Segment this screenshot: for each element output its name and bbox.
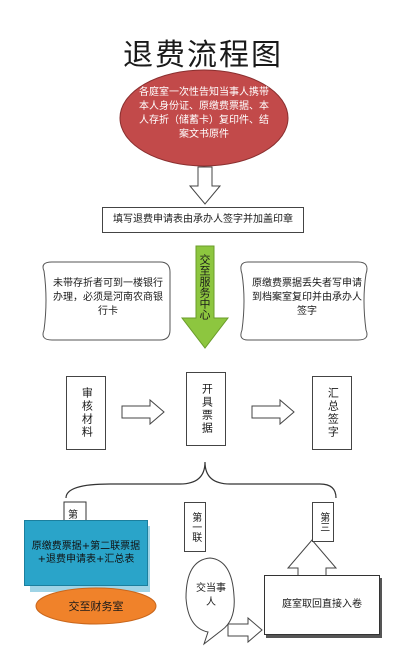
arrow-right-2 [251,398,295,426]
arrow-right-1 [121,398,165,426]
party-bubble [185,557,235,646]
collect-text: 汇总签字 [326,387,340,439]
branch-1-label: 第 [68,510,78,521]
arrow-down-1 [188,166,222,205]
branch-2-text: 第一联 [189,512,201,542]
brace [65,461,337,499]
arrow-to-archive [227,616,263,644]
note-right-text: 原缴费票据丢失者写申请到档案室复印并由承办人签字 [252,278,362,317]
note-left-text: 未带存折者可到一楼银行办理，必须是河南农商银行卡 [53,278,163,317]
branch-3-text: 第三 [317,512,329,532]
branch-3-box: 第三 [312,502,334,542]
issue-text: 开具票据 [200,383,214,435]
archive-box: 庭室取回直接入卷 [264,575,380,635]
note-right-shape [240,261,368,341]
page-title: 退费流程图 [123,38,283,73]
review-box: 审核材料 [66,376,106,450]
review-text: 审核材料 [80,387,94,439]
archive-text: 庭室取回直接入卷 [282,599,362,611]
collect-box: 汇总签字 [312,376,352,450]
finance-box-text: 原缴费票据+第二联票据+退费申请表+汇总表 [31,540,141,566]
fill-form-text: 填写退费申请表由承办人签字并加盖印章 [113,214,293,226]
fill-form-box: 填写退费申请表由承办人签字并加盖印章 [102,207,304,233]
start-ellipse [119,69,289,167]
party-text: 交当事人 [196,583,226,608]
finance-oval-text: 交至财务室 [68,600,124,613]
branch-2-box: 第一联 [184,502,206,552]
green-arrow [180,245,230,349]
finance-box: 原缴费票据+第二联票据+退费申请表+汇总表 [24,520,148,586]
note-left-shape [42,261,171,341]
arrow-center-label: 交至服务中心 [198,254,211,320]
issue-box: 开具票据 [186,372,226,446]
finance-oval-shape [35,587,157,625]
start-text: 各庭室一次性告知当事人携带本人身份证、原缴费票据、本人存折（储蓄卡）复印件、结案… [139,87,269,140]
